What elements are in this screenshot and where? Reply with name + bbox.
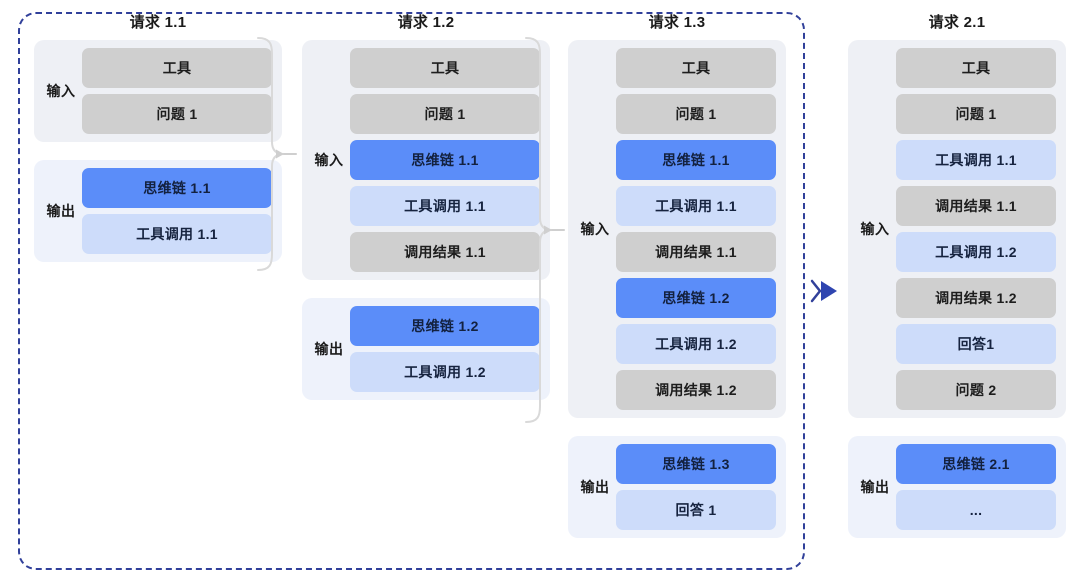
- column-title: 请求 1.3: [648, 14, 706, 31]
- input-group: 输入 工具问题 1 思维链 1.1 工具调用 1.1 调用结果 1.1: [302, 40, 550, 280]
- chip[interactable]: 调用结果 1.1: [896, 186, 1056, 226]
- input-label: 输入: [46, 83, 76, 99]
- arrow-col3-to-col4: [810, 279, 837, 303]
- chip-stack: 工具问题 1 思维链 1.1 工具调用 1.1 调用结果 1.1 思维链 1.2 工具调用…: [616, 48, 776, 410]
- group-spacer: [302, 280, 550, 298]
- chip[interactable]: 问题 1: [896, 94, 1056, 134]
- output-group: 输出思维链 1.2 工具调用 1.2: [302, 298, 550, 400]
- request-column-4: 请求 2.1 输入 工具问题 1 工具调用 1.1 调用结果 1.1 工具调用 1.2 调用…: [848, 12, 1066, 538]
- chip[interactable]: 思维链 1.2: [350, 306, 540, 346]
- chip[interactable]: 回答 1: [616, 490, 776, 530]
- chip[interactable]: 工具调用 1.2: [896, 232, 1056, 272]
- column-title: 请求 1.1: [129, 14, 187, 31]
- chip[interactable]: 工具调用 1.1: [82, 214, 272, 254]
- output-group: 输出思维链 2.1...: [848, 436, 1066, 538]
- chip[interactable]: 问题 1: [82, 94, 272, 134]
- input-label: 输入: [860, 221, 890, 237]
- chip-stack: 思维链 1.2 工具调用 1.2: [350, 306, 540, 392]
- chip[interactable]: 工具调用 1.1: [896, 140, 1056, 180]
- chip-stack: 工具问题 1 工具调用 1.1 调用结果 1.1 工具调用 1.2 调用结果 1.2 回答…: [896, 48, 1056, 410]
- chip[interactable]: 调用结果 1.2: [896, 278, 1056, 318]
- chip-stack: 工具问题 1: [82, 48, 272, 134]
- input-label: 输入: [314, 152, 344, 168]
- chip[interactable]: 思维链 1.2: [616, 278, 776, 318]
- input-group: 输入工具问题 1: [34, 40, 282, 142]
- chip[interactable]: 调用结果 1.2: [616, 370, 776, 410]
- chip[interactable]: 思维链 1.1: [82, 168, 272, 208]
- chip[interactable]: 思维链 1.3: [616, 444, 776, 484]
- request-column-2: 请求 1.2 输入 工具问题 1 思维链 1.1 工具调用 1.1 调用结果 1.1 输出思…: [302, 12, 550, 400]
- request-column-1: 请求 1.1 输入工具问题 1 输出思维链 1.1 工具调用 1.1: [34, 12, 282, 262]
- chip[interactable]: 工具调用 1.1: [616, 186, 776, 226]
- chip[interactable]: 问题 2: [896, 370, 1056, 410]
- column-title: 请求 1.2: [397, 14, 455, 31]
- chip-stack: 思维链 2.1...: [896, 444, 1056, 530]
- input-label: 输入: [580, 221, 610, 237]
- request-column-3: 请求 1.3 输入 工具问题 1 思维链 1.1 工具调用 1.1 调用结果 1.1 思维链…: [568, 12, 786, 538]
- chip-stack: 工具问题 1 思维链 1.1 工具调用 1.1 调用结果 1.1: [350, 48, 540, 272]
- chip[interactable]: 工具: [82, 48, 272, 88]
- chip-stack: 思维链 1.3 回答 1: [616, 444, 776, 530]
- chip[interactable]: 思维链 1.1: [616, 140, 776, 180]
- group-spacer: [848, 418, 1066, 436]
- chip[interactable]: 调用结果 1.1: [616, 232, 776, 272]
- output-label: 输出: [580, 479, 610, 495]
- output-group: 输出思维链 1.1 工具调用 1.1: [34, 160, 282, 262]
- chip[interactable]: 工具: [616, 48, 776, 88]
- group-spacer: [568, 418, 786, 436]
- output-label: 输出: [314, 341, 344, 357]
- chip[interactable]: 调用结果 1.1: [350, 232, 540, 272]
- output-group: 输出思维链 1.3 回答 1: [568, 436, 786, 538]
- chip[interactable]: 工具: [350, 48, 540, 88]
- chip[interactable]: ...: [896, 490, 1056, 530]
- group-spacer: [34, 142, 282, 160]
- output-label: 输出: [860, 479, 890, 495]
- chip-stack: 思维链 1.1 工具调用 1.1: [82, 168, 272, 254]
- output-label: 输出: [46, 203, 76, 219]
- chip[interactable]: 回答1: [896, 324, 1056, 364]
- chip[interactable]: 问题 1: [350, 94, 540, 134]
- chip[interactable]: 工具: [896, 48, 1056, 88]
- column-title: 请求 2.1: [928, 14, 986, 31]
- chip[interactable]: 问题 1: [616, 94, 776, 134]
- chip[interactable]: 工具调用 1.2: [350, 352, 540, 392]
- chip[interactable]: 工具调用 1.1: [350, 186, 540, 226]
- input-group: 输入 工具问题 1 工具调用 1.1 调用结果 1.1 工具调用 1.2 调用结果 1.2…: [848, 40, 1066, 418]
- chip[interactable]: 工具调用 1.2: [616, 324, 776, 364]
- chip[interactable]: 思维链 2.1: [896, 444, 1056, 484]
- chip[interactable]: 思维链 1.1: [350, 140, 540, 180]
